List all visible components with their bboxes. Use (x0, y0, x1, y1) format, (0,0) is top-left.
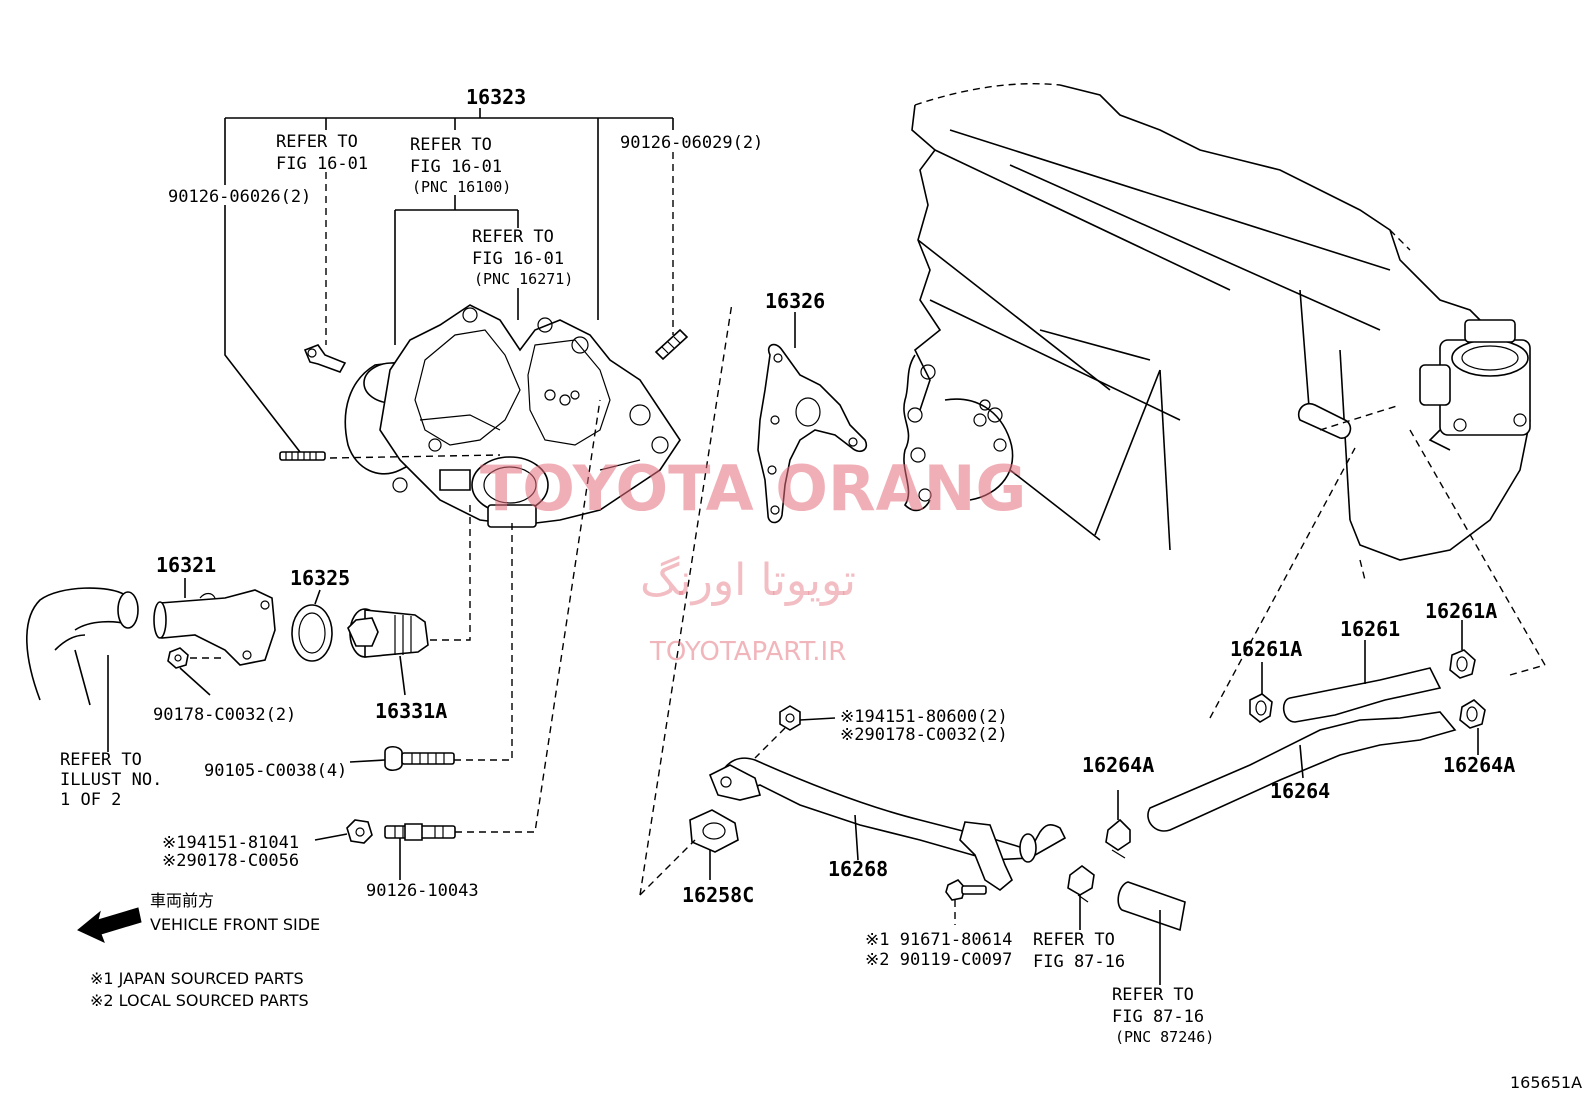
watermark-brand: TOYOTA ORANG (480, 452, 1026, 525)
radiator-hose (26, 587, 139, 706)
stud-90126-10043 (384, 823, 456, 841)
label-90178-c0032: 90178-C0032(2) (153, 705, 296, 725)
clamp-16264a-right (1459, 699, 1486, 729)
hose-16264 (1147, 711, 1457, 832)
refer2-line2: FIG 16-01 (410, 157, 502, 177)
label-90119-c0097: ※2 90119-C0097 (865, 950, 1012, 970)
label-16258c: 16258C (682, 883, 754, 907)
label-16264a-left: 16264A (1082, 753, 1154, 777)
label-local-sourced: ※2 LOCAL SOURCED PARTS (90, 991, 309, 1010)
label-91671-80614: ※1 91671-80614 (865, 930, 1012, 950)
gasket-16258c (689, 809, 739, 853)
bolt-90105-c0038 (384, 745, 455, 772)
nut-94151-80600 (779, 705, 801, 731)
label-16268: 16268 (828, 857, 888, 881)
nut-94151-81041 (346, 819, 373, 844)
hose-refer-8716 (1117, 881, 1186, 932)
label-16264a-right: 16264A (1443, 753, 1515, 777)
label-16321: 16321 (156, 553, 216, 577)
nut-90178-c0032 (167, 647, 189, 669)
label-jp-front: 車両前方 (150, 891, 214, 910)
refer3-line2: FIG 16-01 (472, 249, 564, 269)
water-inlet-16321 (153, 589, 276, 666)
label-90126-06029: 90126-06029(2) (620, 133, 763, 153)
gasket-16326 (757, 343, 868, 524)
label-90178-c0056: ※290178-C0056 (162, 851, 299, 871)
refer1-line2: FIG 16-01 (276, 154, 368, 174)
label-94151-80600: ※194151-80600(2) (840, 707, 1008, 727)
refer3-line1: REFER TO (472, 227, 554, 247)
vehicle-front-arrow (77, 907, 142, 943)
refer-8716a-line2: FIG 87-16 (1033, 952, 1125, 972)
label-16261: 16261 (1340, 617, 1400, 641)
label-vehicle-front: VEHICLE FRONT SIDE (150, 915, 320, 934)
label-16261a-right: 16261A (1425, 599, 1497, 623)
stud-bolt-right (654, 328, 689, 361)
water-pump-housing (344, 304, 681, 528)
figure-id: 165651A (1510, 1073, 1582, 1092)
stud-bolt-left (279, 451, 326, 461)
label-90126-10043: 90126-10043 (366, 881, 479, 901)
clamp-16261a-right (1449, 649, 1476, 679)
bolt-91671-80614 (945, 879, 987, 901)
label-16264: 16264 (1270, 779, 1330, 803)
label-16326: 16326 (765, 289, 825, 313)
throttle-body (1419, 319, 1531, 451)
refer2-line1: REFER TO (410, 135, 492, 155)
label-16323: 16323 (466, 85, 526, 109)
clamp-16261a-left (1249, 693, 1273, 723)
refer-8716b-line3: (PNC 87246) (1115, 1028, 1214, 1046)
label-90126-06026: 90126-06026(2) (168, 187, 311, 207)
refer3-line3: (PNC 16271) (474, 270, 573, 288)
refer-illust-line1: REFER TO (60, 750, 142, 770)
hose-16261 (1282, 667, 1442, 723)
watermark: TOYOTA ORANG تویوتا اورنگ TOYOTAPART.IR (480, 452, 1026, 667)
gasket-ring-16325 (291, 604, 333, 662)
label-16261a-left: 16261A (1230, 637, 1302, 661)
thermostat-16331a (347, 608, 429, 658)
watermark-url: TOYOTAPART.IR (649, 637, 846, 667)
refer2-line3: (PNC 16100) (412, 178, 511, 196)
bolt-refer1 (303, 344, 347, 373)
refer-8716a-line1: REFER TO (1033, 930, 1115, 950)
refer-8716b-line2: FIG 87-16 (1112, 1007, 1204, 1027)
label-16325: 16325 (290, 566, 350, 590)
label-90105-c0038: 90105-C0038(4) (204, 761, 347, 781)
watermark-brand-fa: تویوتا اورنگ (640, 555, 856, 606)
label-94151-81041: ※194151-81041 (162, 833, 299, 853)
clamp-refer-8716 (1067, 865, 1095, 903)
refer-illust-line2: ILLUST NO. (60, 770, 162, 790)
refer1-line1: REFER TO (276, 132, 358, 152)
clamp-16264a-left-top (1105, 818, 1131, 859)
refer-illust-line3: 1 OF 2 (60, 790, 121, 810)
refer-8716b-line1: REFER TO (1112, 985, 1194, 1005)
label-290178-c0032: ※290178-C0032(2) (840, 725, 1008, 745)
labels: 16323 REFER TO FIG 16-01 REFER TO FIG 16… (60, 85, 1582, 1092)
label-16331a: 16331A (375, 699, 447, 723)
engine-block-outline (903, 83, 1531, 581)
water-pipe-16268 (708, 757, 1067, 891)
label-japan-sourced: ※1 JAPAN SOURCED PARTS (90, 969, 304, 988)
leader-lines (107, 108, 1546, 985)
